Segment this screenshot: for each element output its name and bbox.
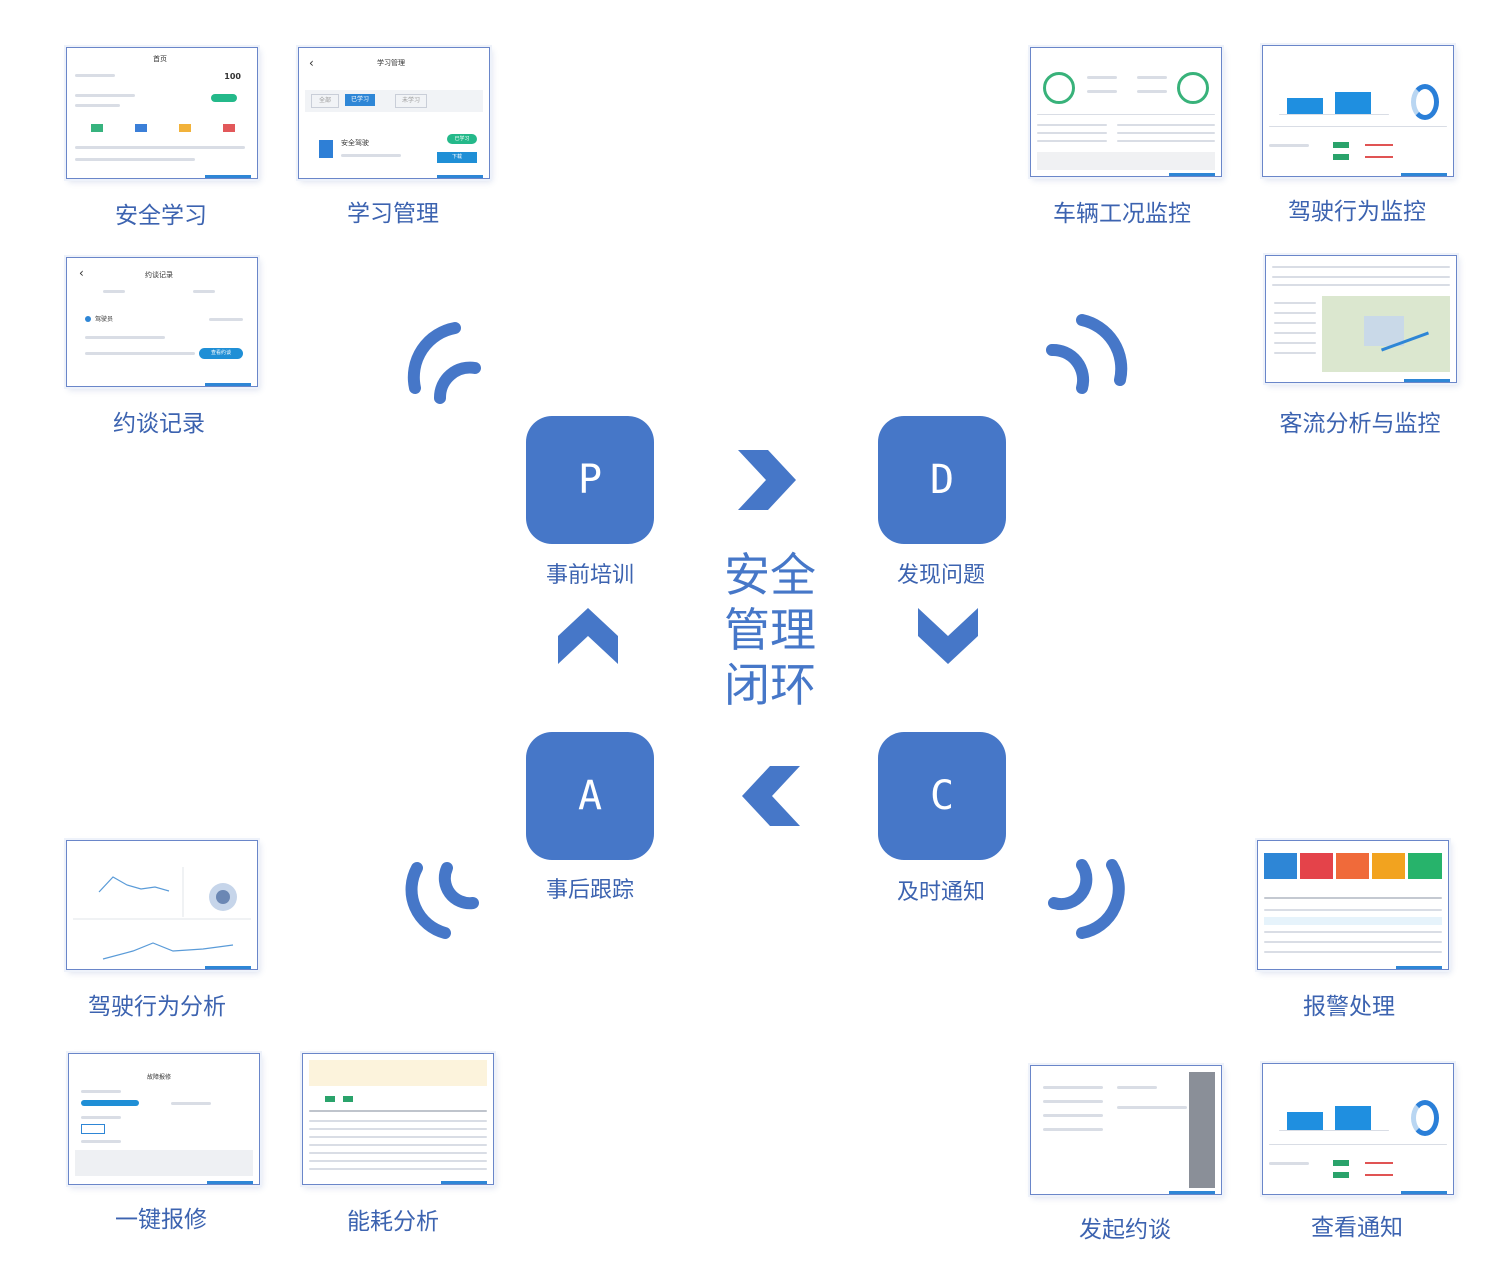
- thumb-interview-records[interactable]: ‹ 约谈记录 驾驶员 查看约谈: [66, 257, 258, 387]
- thumb-view-notification[interactable]: [1262, 1063, 1454, 1195]
- thumb-score: 100: [224, 72, 241, 81]
- back-chevron-icon: ‹: [79, 266, 84, 280]
- thumb-energy-analysis[interactable]: [302, 1053, 494, 1185]
- caption-vehicle-condition: 车辆工况监控: [1053, 201, 1191, 227]
- center-title: 安全 管理 闭环: [724, 548, 816, 713]
- caption-passenger-flow: 客流分析与监控: [1279, 411, 1441, 437]
- thumb-vehicle-condition[interactable]: [1030, 47, 1222, 177]
- caption-alarm-handling: 报警处理: [1303, 994, 1395, 1020]
- thumb-study-title: 学习管理: [377, 59, 405, 67]
- signal-wave-bottom-left-icon: [405, 862, 479, 939]
- caption-driving-behavior-analysis: 驾驶行为分析: [88, 994, 226, 1020]
- caption-interview-records: 约谈记录: [113, 411, 205, 437]
- doc-icon: [319, 140, 333, 158]
- pdca-box-d[interactable]: D: [878, 416, 1006, 544]
- analysis-line-chart: [73, 867, 251, 960]
- chevron-up-icon: [558, 608, 618, 664]
- user-icon: [85, 316, 91, 322]
- thumb-interview-driver: 驾驶员: [95, 316, 114, 323]
- chevron-right-icon: [738, 450, 796, 510]
- pdca-box-p[interactable]: P: [526, 416, 654, 544]
- caption-safety-learning: 安全学习: [115, 203, 207, 229]
- center-title-line1: 安全: [724, 548, 816, 602]
- back-chevron-icon: ‹: [309, 56, 314, 70]
- caption-view-notification: 查看通知: [1311, 1215, 1403, 1241]
- step-label-d: 发现问题: [896, 563, 986, 588]
- caption-study-management: 学习管理: [347, 201, 439, 227]
- pdca-box-a[interactable]: A: [526, 732, 654, 860]
- center-title-line3: 闭环: [724, 658, 816, 712]
- thumb-study-badge: 已学习: [447, 134, 477, 144]
- thumb-interview-btn: 查看约谈: [199, 348, 243, 359]
- caption-energy-analysis: 能耗分析: [347, 1209, 439, 1235]
- signal-wave-top-right-icon: [1046, 314, 1128, 394]
- thumb-interview-title: 约谈记录: [145, 271, 173, 279]
- thumb-driving-behavior-monitor[interactable]: [1262, 45, 1454, 177]
- thumb-study-btn: 下载: [437, 152, 477, 163]
- thumb-repair-title: 故障报修: [147, 1074, 172, 1081]
- thumb-home-title: 首页: [153, 55, 167, 63]
- chevron-left-icon: [742, 766, 800, 826]
- step-label-p: 事前培训: [545, 563, 635, 588]
- step-label-c: 及时通知: [896, 880, 986, 905]
- step-label-a: 事后跟踪: [545, 878, 635, 903]
- thumb-alarm-handling[interactable]: [1257, 840, 1449, 970]
- caption-driving-behavior-monitor: 驾驶行为监控: [1288, 199, 1426, 225]
- center-title-line2: 管理: [724, 603, 816, 657]
- thumb-tab-todo: 未学习: [395, 94, 427, 108]
- signal-wave-bottom-right-icon: [1048, 859, 1125, 939]
- thumb-passenger-flow[interactable]: [1265, 255, 1457, 383]
- thumb-start-interview[interactable]: [1030, 1065, 1222, 1195]
- thumb-tab-all: 全部: [311, 94, 339, 108]
- chevron-down-icon: [918, 608, 978, 664]
- caption-repair-report: 一键报修: [115, 1207, 207, 1233]
- thumb-safety-learning[interactable]: 首页 100: [66, 47, 258, 179]
- thumb-study-item: 安全驾驶: [341, 139, 369, 147]
- thumb-repair-report[interactable]: 故障报修: [68, 1053, 260, 1185]
- pdca-box-c[interactable]: C: [878, 732, 1006, 860]
- signal-wave-top-left-icon: [407, 322, 481, 404]
- thumb-tab-done: 已学习: [345, 94, 375, 106]
- thumb-study-management[interactable]: ‹ 学习管理 全部 已学习 未学习 安全驾驶 已学习 下载: [298, 47, 490, 179]
- caption-start-interview: 发起约谈: [1079, 1217, 1171, 1243]
- thumb-driving-behavior-analysis[interactable]: [66, 840, 258, 970]
